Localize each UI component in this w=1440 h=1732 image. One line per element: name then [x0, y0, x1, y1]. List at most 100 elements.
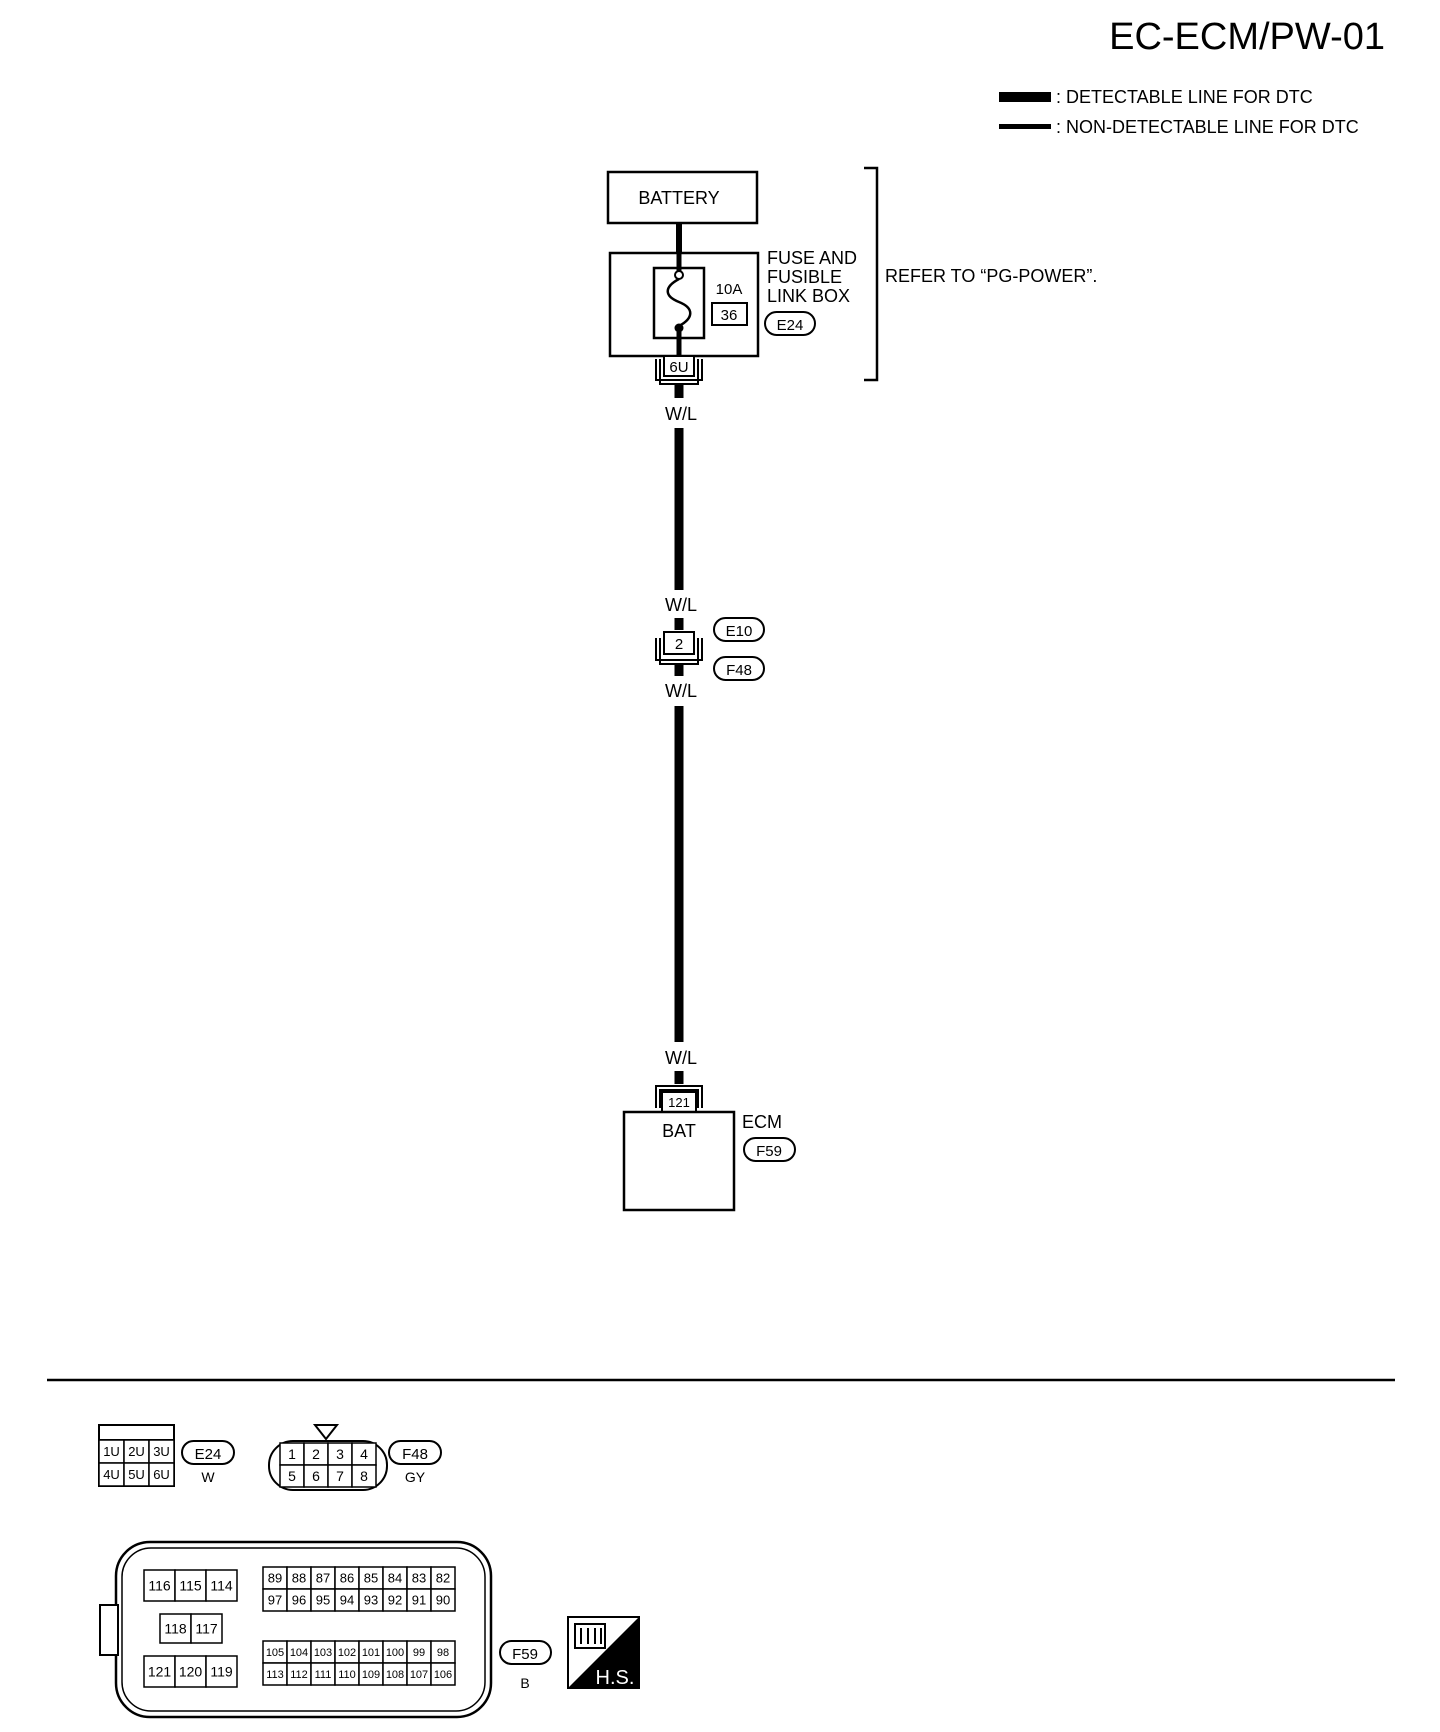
connector-harness-icon [574, 1623, 606, 1649]
terminal-6u-label: 6U [669, 359, 688, 376]
fuse-amperage: 10A [716, 281, 743, 298]
f59-pin-label: 104 [290, 1647, 308, 1659]
wire-color-label-1: W/L [665, 404, 697, 424]
fuse-terminal-bottom [674, 323, 684, 333]
f59-pin-label: 106 [434, 1669, 452, 1681]
hs-badge: H.S. [567, 1616, 640, 1689]
f59-pin-label: 109 [362, 1669, 380, 1681]
legend-detectable-text: : DETECTABLE LINE FOR DTC [1056, 87, 1313, 107]
f59-pin-label: 92 [388, 1593, 402, 1608]
f59-pin-label: 111 [315, 1669, 332, 1681]
joint-connector-block: 2 E10 F48 [655, 617, 765, 681]
fuse-box-label-2: FUSIBLE [767, 267, 842, 287]
ecm-terminal-bracket-inner [659, 1089, 699, 1108]
f59-pin-label: 97 [268, 1593, 282, 1608]
ecm-box [622, 1110, 736, 1212]
f59-pin-label: 89 [268, 1571, 282, 1586]
connector-tag-e24 [764, 311, 816, 336]
wire-color-label-3: W/L [665, 681, 697, 701]
f59-pin-label: 101 [362, 1647, 380, 1659]
e24-pin-label: 1U [103, 1444, 120, 1459]
f59-pin-cell [205, 1569, 238, 1602]
page-id: EC-ECM/PW-01 [1109, 16, 1385, 58]
non-detectable-line-swatch [999, 124, 1051, 129]
f48-key-icon [312, 1424, 340, 1441]
bracket-line [864, 166, 879, 382]
f59-pin-label: 108 [386, 1669, 404, 1681]
f48-pin-label: 4 [360, 1446, 368, 1462]
joint-pin-box [663, 631, 695, 655]
battery-box [606, 170, 759, 225]
connector-tag-f59 [743, 1137, 796, 1162]
f59-pin-label: 86 [340, 1571, 354, 1586]
f59-pin-label: 110 [338, 1669, 356, 1681]
f59-pin-label: 117 [195, 1621, 218, 1637]
joint-bracket-outer [655, 638, 703, 661]
f48-color: GY [405, 1469, 426, 1485]
f48-pin-label: 1 [288, 1446, 296, 1462]
terminal-6u-bracket-outer [655, 359, 703, 381]
f48-id-tag [388, 1440, 442, 1465]
f59-pin-label: 96 [292, 1593, 306, 1608]
e24-pin-label: 2U [128, 1444, 145, 1459]
joint-connector-b: F48 [726, 662, 752, 679]
terminal-6u-box [663, 355, 695, 377]
battery-label: BATTERY [638, 188, 719, 208]
f59-pin-label: 99 [413, 1647, 425, 1659]
e24-pin-label: 6U [153, 1467, 170, 1482]
f59-pin-cell [205, 1655, 238, 1688]
fuse-box-label-3: LINK BOX [767, 286, 850, 306]
e24-pin-label: 3U [153, 1444, 170, 1459]
fuse-number: 36 [721, 307, 738, 324]
f59-pin-label: 120 [179, 1664, 203, 1680]
wire-color-label-4: W/L [665, 1048, 697, 1068]
ecm-connector: F59 [756, 1143, 782, 1160]
fuse-icon [666, 277, 692, 328]
f59-pin-label: 94 [340, 1593, 354, 1608]
f59-id-tag [499, 1640, 552, 1665]
f59-pin-label: 103 [314, 1647, 332, 1659]
f59-pin-label: 112 [290, 1669, 308, 1681]
fuse-box-connector: E24 [777, 317, 804, 334]
f59-pin-label: 113 [266, 1669, 284, 1681]
e24-id-tag [181, 1440, 235, 1465]
f59-color: B [520, 1675, 529, 1691]
terminal-6u-connector: 6U [655, 355, 703, 385]
f59-pin-cell [159, 1613, 192, 1644]
f59-pin-label: 84 [388, 1571, 402, 1586]
connector-tag-e10 [713, 617, 765, 642]
e24-color: W [201, 1469, 215, 1485]
f48-pin-cell [351, 1464, 377, 1488]
f59-pin-label: 121 [148, 1664, 172, 1680]
f59-pin-label: 91 [412, 1593, 426, 1608]
joint-connector-a: E10 [726, 623, 753, 640]
refer-note: REFER TO “PG-POWER”. [885, 266, 1097, 286]
f48-pin-label: 5 [288, 1468, 296, 1484]
f59-pin-cell [430, 1662, 456, 1686]
legend: : DETECTABLE LINE FOR DTC : NON-DETECTAB… [999, 87, 1359, 137]
f48-pin-label: 7 [336, 1468, 344, 1484]
f59-pin-label: 119 [210, 1664, 233, 1680]
f59-id: F59 [512, 1646, 538, 1663]
f59-pin-label: 93 [364, 1593, 378, 1608]
fuse-box-block: 10A 36 FUSE AND FUSIBLE LINK BOX E24 [608, 248, 857, 358]
f59-pin-label: 98 [437, 1647, 449, 1659]
f59-pin-label: 82 [436, 1571, 450, 1586]
ecm-terminal-number: 121 [668, 1095, 690, 1110]
e24-id: E24 [195, 1446, 222, 1463]
f59-pin-label: 83 [412, 1571, 426, 1586]
f59-pin-label: 90 [436, 1593, 450, 1608]
legend-non-detectable-text: : NON-DETECTABLE LINE FOR DTC [1056, 117, 1359, 137]
fuse-number-box [711, 302, 748, 326]
f59-pin-label: 88 [292, 1571, 306, 1586]
refer-bracket: REFER TO “PG-POWER”. [864, 166, 1097, 382]
detectable-line-swatch [999, 92, 1051, 102]
f59-pin-label: 105 [266, 1647, 284, 1659]
f59-pin-label: 114 [210, 1578, 233, 1594]
f59-pin-label: 115 [179, 1578, 202, 1594]
ecm-terminal-bracket-outer [655, 1085, 703, 1108]
hs-badge-text: H.S. [596, 1667, 635, 1689]
